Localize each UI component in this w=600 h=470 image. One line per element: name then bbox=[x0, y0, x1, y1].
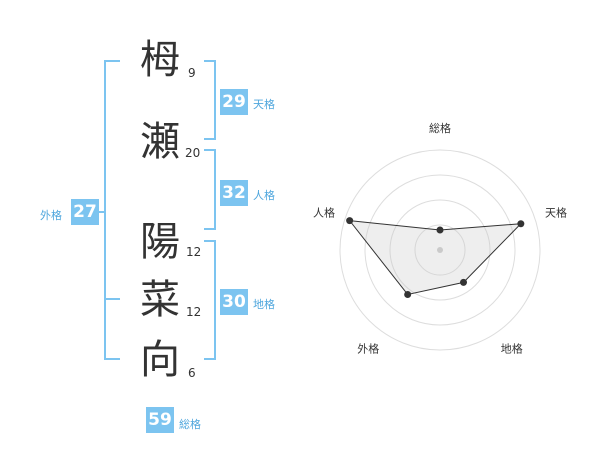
radar-grid-ring bbox=[414, 224, 466, 276]
chikaku-bracket-bottom bbox=[204, 358, 216, 360]
tenkaku-bracket-vertical bbox=[214, 60, 216, 140]
radar-axis-label: 外格 bbox=[357, 342, 379, 356]
tenkaku-bracket-bottom bbox=[204, 138, 216, 140]
gaikaku-label: 外格 bbox=[40, 209, 62, 222]
chikaku-label: 地格 bbox=[253, 298, 275, 311]
name-char-1: 栂 bbox=[140, 37, 180, 83]
soukaku-value: 59 bbox=[146, 407, 174, 433]
chikaku-value: 30 bbox=[220, 289, 248, 315]
radar-axis-label: 人格 bbox=[313, 205, 335, 219]
stroke-count-4: 12 bbox=[186, 305, 202, 319]
tenkaku-value: 29 bbox=[220, 89, 248, 115]
radar-point bbox=[404, 290, 412, 298]
radar-point bbox=[436, 226, 444, 234]
radar-point bbox=[346, 217, 354, 225]
radar-axis-label: 天格 bbox=[545, 205, 567, 219]
chikaku-bracket-top bbox=[204, 240, 216, 242]
tenkaku-label: 天格 bbox=[253, 98, 275, 111]
jinkaku-value: 32 bbox=[220, 180, 248, 206]
jinkaku-label: 人格 bbox=[253, 189, 275, 202]
name-char-2: 瀬 bbox=[140, 119, 180, 165]
jinkaku-bracket-bottom bbox=[204, 228, 216, 230]
gaikaku-value: 27 bbox=[71, 199, 99, 225]
radar-area bbox=[346, 217, 525, 298]
stroke-count-3: 12 bbox=[186, 245, 202, 259]
name-char-4: 菜 bbox=[140, 277, 180, 323]
radar-axis-label: 地格 bbox=[501, 342, 523, 356]
name-char-3: 陽 bbox=[140, 219, 180, 265]
radar-grid bbox=[339, 149, 541, 351]
radar-point bbox=[460, 278, 468, 286]
gaikaku-connector bbox=[98, 211, 106, 213]
gaikaku-bracket-bottom bbox=[104, 358, 120, 360]
radar-grid-ring bbox=[364, 174, 516, 326]
radar-axis-label: 総格 bbox=[429, 121, 451, 135]
radar-grid-ring bbox=[339, 149, 541, 351]
radar-polygon bbox=[348, 220, 523, 296]
tenkaku-bracket-top bbox=[204, 60, 216, 62]
radar-grid-ring bbox=[389, 199, 491, 301]
stroke-count-1: 9 bbox=[188, 66, 196, 80]
gaikaku-bracket-top bbox=[104, 60, 120, 62]
stroke-count-5: 6 bbox=[188, 366, 196, 380]
radar-point bbox=[517, 220, 525, 228]
jinkaku-bracket-top bbox=[204, 149, 216, 151]
stroke-count-2: 20 bbox=[185, 146, 201, 160]
radar-center-dot bbox=[437, 247, 443, 253]
chikaku-bracket-vertical bbox=[214, 240, 216, 360]
soukaku-label: 総格 bbox=[179, 418, 201, 431]
jinkaku-bracket-vertical bbox=[214, 149, 216, 230]
name-char-5: 向 bbox=[140, 337, 180, 383]
gaikaku-bracket-mid bbox=[104, 298, 120, 300]
gaikaku-bracket-vertical bbox=[104, 60, 106, 360]
